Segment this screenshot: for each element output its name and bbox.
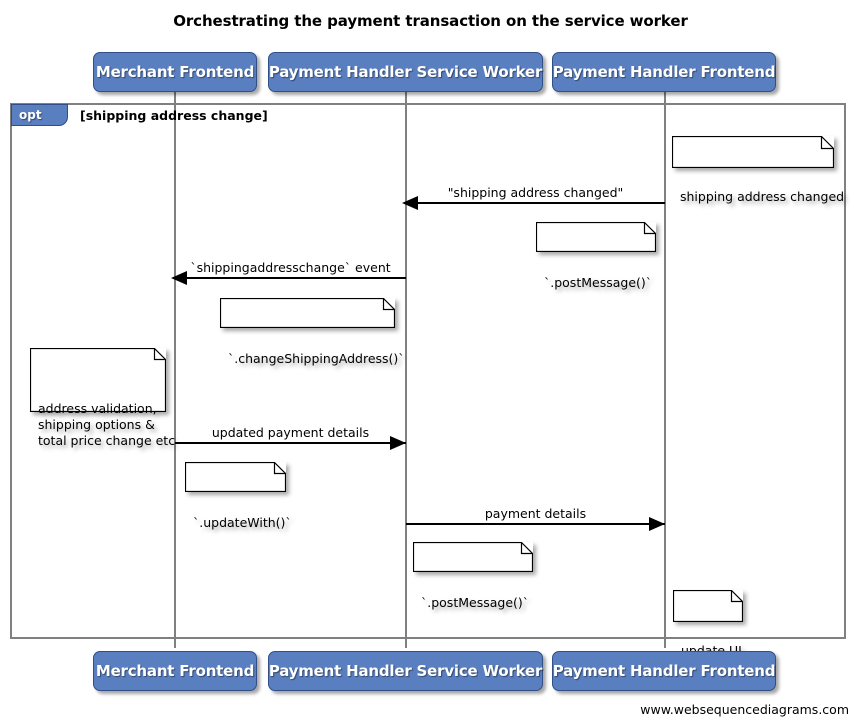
arrowhead-left-icon xyxy=(171,271,187,285)
actor-label: Payment Handler Service Worker xyxy=(268,63,543,81)
actor-label: Payment Handler Service Worker xyxy=(268,662,543,680)
note-post-message-2: `.postMessage()` xyxy=(413,542,533,610)
lifeline-payment-handler-frontend xyxy=(664,88,666,648)
fragment-guard-condition: [shipping address change] xyxy=(80,108,268,123)
actor-label: Payment Handler Frontend xyxy=(552,662,776,680)
actor-box-payment-handler-service-worker-bottom[interactable]: Payment Handler Service Worker xyxy=(268,651,543,691)
lifeline-payment-handler-service-worker xyxy=(405,88,407,648)
watermark-link: www.websequencediagrams.com xyxy=(640,702,849,717)
message-line-shippingaddresschange-event xyxy=(175,277,406,279)
note-text: `.postMessage()` xyxy=(421,595,530,610)
fragment-tag-label: opt xyxy=(19,108,42,122)
note-shape-icon xyxy=(413,542,533,572)
actor-box-payment-handler-frontend-bottom[interactable]: Payment Handler Frontend xyxy=(552,651,776,691)
note-shape-icon xyxy=(220,298,395,328)
note-shape-icon xyxy=(672,136,834,168)
note-text: `.changeShippingAddress()` xyxy=(228,351,405,366)
note-shipping-address-changed: shipping address changed xyxy=(672,136,844,204)
note-shape-icon xyxy=(536,222,656,252)
arrowhead-right-icon xyxy=(390,436,406,450)
actor-label: Merchant Frontend xyxy=(95,63,255,81)
arrowhead-left-icon xyxy=(402,196,418,210)
note-text: shipping address changed xyxy=(680,189,845,204)
fragment-opt-tag: opt xyxy=(11,104,68,126)
message-label-shipping-address-changed: "shipping address changed" xyxy=(447,185,624,200)
note-text: address validation, shipping options & t… xyxy=(38,401,176,448)
message-label-shippingaddresschange-event: `shippingaddresschange` event xyxy=(190,260,391,275)
actor-box-payment-handler-service-worker-top[interactable]: Payment Handler Service Worker xyxy=(268,52,543,92)
fragment-opt-frame xyxy=(10,103,846,639)
note-shape-icon xyxy=(185,462,286,492)
note-shape-icon xyxy=(673,590,743,622)
message-line-updated-payment-details xyxy=(175,442,406,444)
message-line-payment-details xyxy=(406,523,665,525)
note-change-shipping-address: `.changeShippingAddress()` xyxy=(220,298,405,366)
message-label-updated-payment-details: updated payment details xyxy=(211,425,370,440)
note-text: `.postMessage()` xyxy=(544,275,653,290)
message-line-shipping-address-changed xyxy=(406,202,665,204)
note-address-validation: address validation, shipping options & t… xyxy=(30,348,175,448)
page-title: Orchestrating the payment transaction on… xyxy=(173,12,688,30)
note-update-ui: update UI xyxy=(673,590,743,658)
lifeline-merchant-frontend xyxy=(174,88,176,648)
actor-box-merchant-frontend-top[interactable]: Merchant Frontend xyxy=(93,52,257,92)
actor-box-payment-handler-frontend-top[interactable]: Payment Handler Frontend xyxy=(552,52,776,92)
message-label-payment-details: payment details xyxy=(484,506,587,521)
arrowhead-right-icon xyxy=(649,517,665,531)
note-post-message-1: `.postMessage()` xyxy=(536,222,656,290)
actor-box-merchant-frontend-bottom[interactable]: Merchant Frontend xyxy=(93,651,257,691)
actor-label: Payment Handler Frontend xyxy=(552,63,776,81)
actor-label: Merchant Frontend xyxy=(95,662,255,680)
note-update-with: `.updateWith()` xyxy=(185,462,292,530)
note-text: `.updateWith()` xyxy=(193,515,292,530)
note-shape-icon xyxy=(30,348,166,412)
